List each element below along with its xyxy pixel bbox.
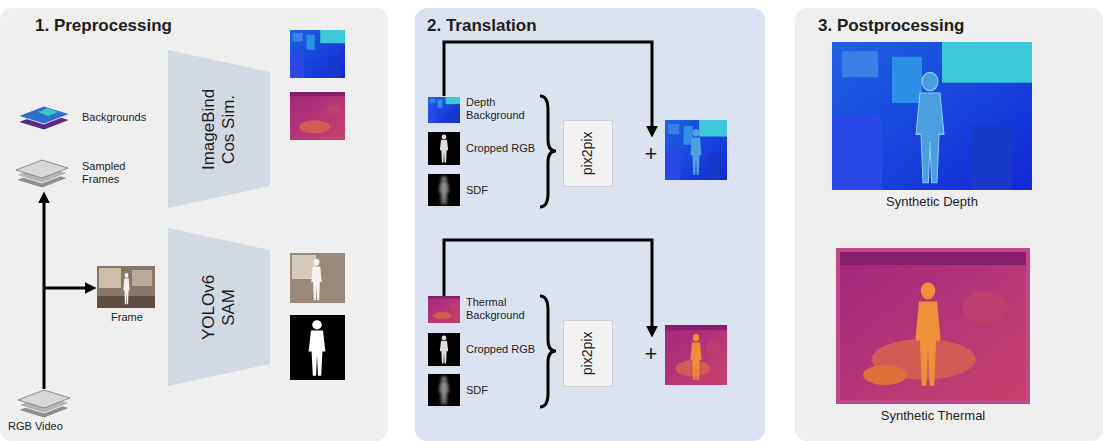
depth-output-image [665,120,727,180]
depth-patch [38,108,58,116]
mask-ground [290,315,345,380]
person-figure [915,282,940,386]
stage-heading: 3. Postprocessing [818,8,964,36]
frame-layer [16,160,68,178]
video-stack-icon [18,390,70,418]
warm-object [863,365,907,385]
image-caption: SDF [466,184,506,197]
depth-background-image [290,30,345,78]
model-box: pix2pix [563,120,613,187]
cropped-rgb-image [428,333,460,366]
depth-background-image [428,97,460,123]
image-caption: RGB Video [8,420,88,433]
room-photo [290,253,345,303]
synthetic-thermal-image [840,252,1026,400]
person-figure [123,273,129,305]
input-brace [540,96,556,207]
room-photo [97,266,155,308]
operator-symbol: + [640,141,662,167]
image-caption: Synthetic Thermal [833,408,1033,424]
block-label: ImageBind Cos Sim. [199,77,240,182]
detector-block: YOLOv6 SAM [168,228,270,386]
sdf-figure [439,377,449,405]
room-wall [132,270,152,286]
model-label: pix2pix [580,332,597,376]
stage-heading: 1. Preprocessing [35,8,172,36]
input-brace [540,296,556,407]
thermal-output-image [665,325,727,385]
person-figure [916,72,944,182]
person-figure [440,135,448,163]
background-stack-icon [18,106,70,130]
person-figure [311,259,322,300]
image-caption: SDF [466,384,506,397]
depth-layer [18,106,70,124]
sdf-figure [439,177,449,205]
sdf-image [428,174,460,206]
synthetic-depth-image [832,42,1032,190]
person-figure [690,334,701,380]
image-caption: Synthetic Depth [832,194,1032,210]
image-caption: Backgrounds [82,111,172,124]
person-figure [690,129,701,175]
stage-heading: 2. Translation [427,8,537,36]
frame-layer [18,390,70,408]
image-caption: Cropped RGB [466,343,541,356]
encoder-block: ImageBind Cos Sim. [168,50,270,208]
frame-image [97,266,155,308]
image-caption: Depth Background [466,96,528,122]
image-caption: Sampled Frames [82,160,140,186]
room-wall [99,268,121,288]
image-caption: Cropped RGB [466,142,541,155]
flow-arrow [43,195,46,389]
trapezoid-shape [168,50,270,208]
thermal-background-image [290,92,345,140]
image-caption: Thermal Background [466,296,528,322]
block-label: YOLOv6 SAM [199,270,240,345]
flow-arrow [44,287,93,290]
person-mask [309,320,326,376]
cropped-rgb-image [290,253,345,303]
trapezoid-shape [168,228,270,386]
sdf-image [428,374,460,406]
image-caption: Frame [92,311,162,324]
model-label: pix2pix [580,132,597,176]
thermal-frame [836,248,1030,404]
frame-stack-icon [16,160,68,188]
model-box: pix2pix [563,320,613,387]
person-figure [440,336,448,364]
cropped-rgb-image [428,132,460,165]
mask-image [290,315,345,380]
thermal-background-image [428,296,460,323]
operator-symbol: + [640,341,662,367]
